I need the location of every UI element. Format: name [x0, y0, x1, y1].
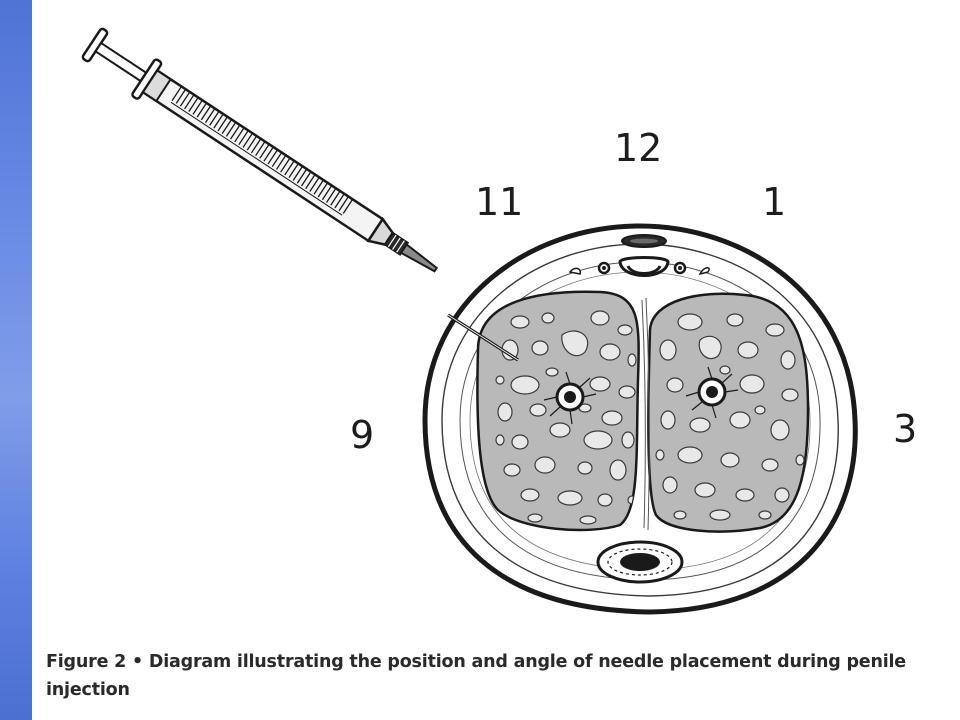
- clock-label-12: 12: [614, 126, 663, 170]
- clock-label-1: 1: [762, 180, 787, 224]
- urethra: [596, 540, 684, 584]
- right-corpus-cavernosum: [647, 292, 810, 533]
- clock-label-3: 3: [893, 407, 918, 451]
- left-corpus-cavernosum: [476, 290, 640, 532]
- clock-label-11: 11: [475, 180, 524, 224]
- figure-caption: Figure 2 • Diagram illustrating the posi…: [46, 652, 906, 700]
- syringe-graduation-marks: [171, 86, 354, 214]
- dorsal-neurovascular-bundle: [568, 256, 710, 277]
- side-accent-band: [0, 0, 32, 720]
- needle: [447, 313, 519, 362]
- dorsal-vein: [621, 234, 667, 248]
- septum: [641, 297, 650, 531]
- syringe: [81, 27, 439, 273]
- clock-label-9: 9: [350, 413, 375, 457]
